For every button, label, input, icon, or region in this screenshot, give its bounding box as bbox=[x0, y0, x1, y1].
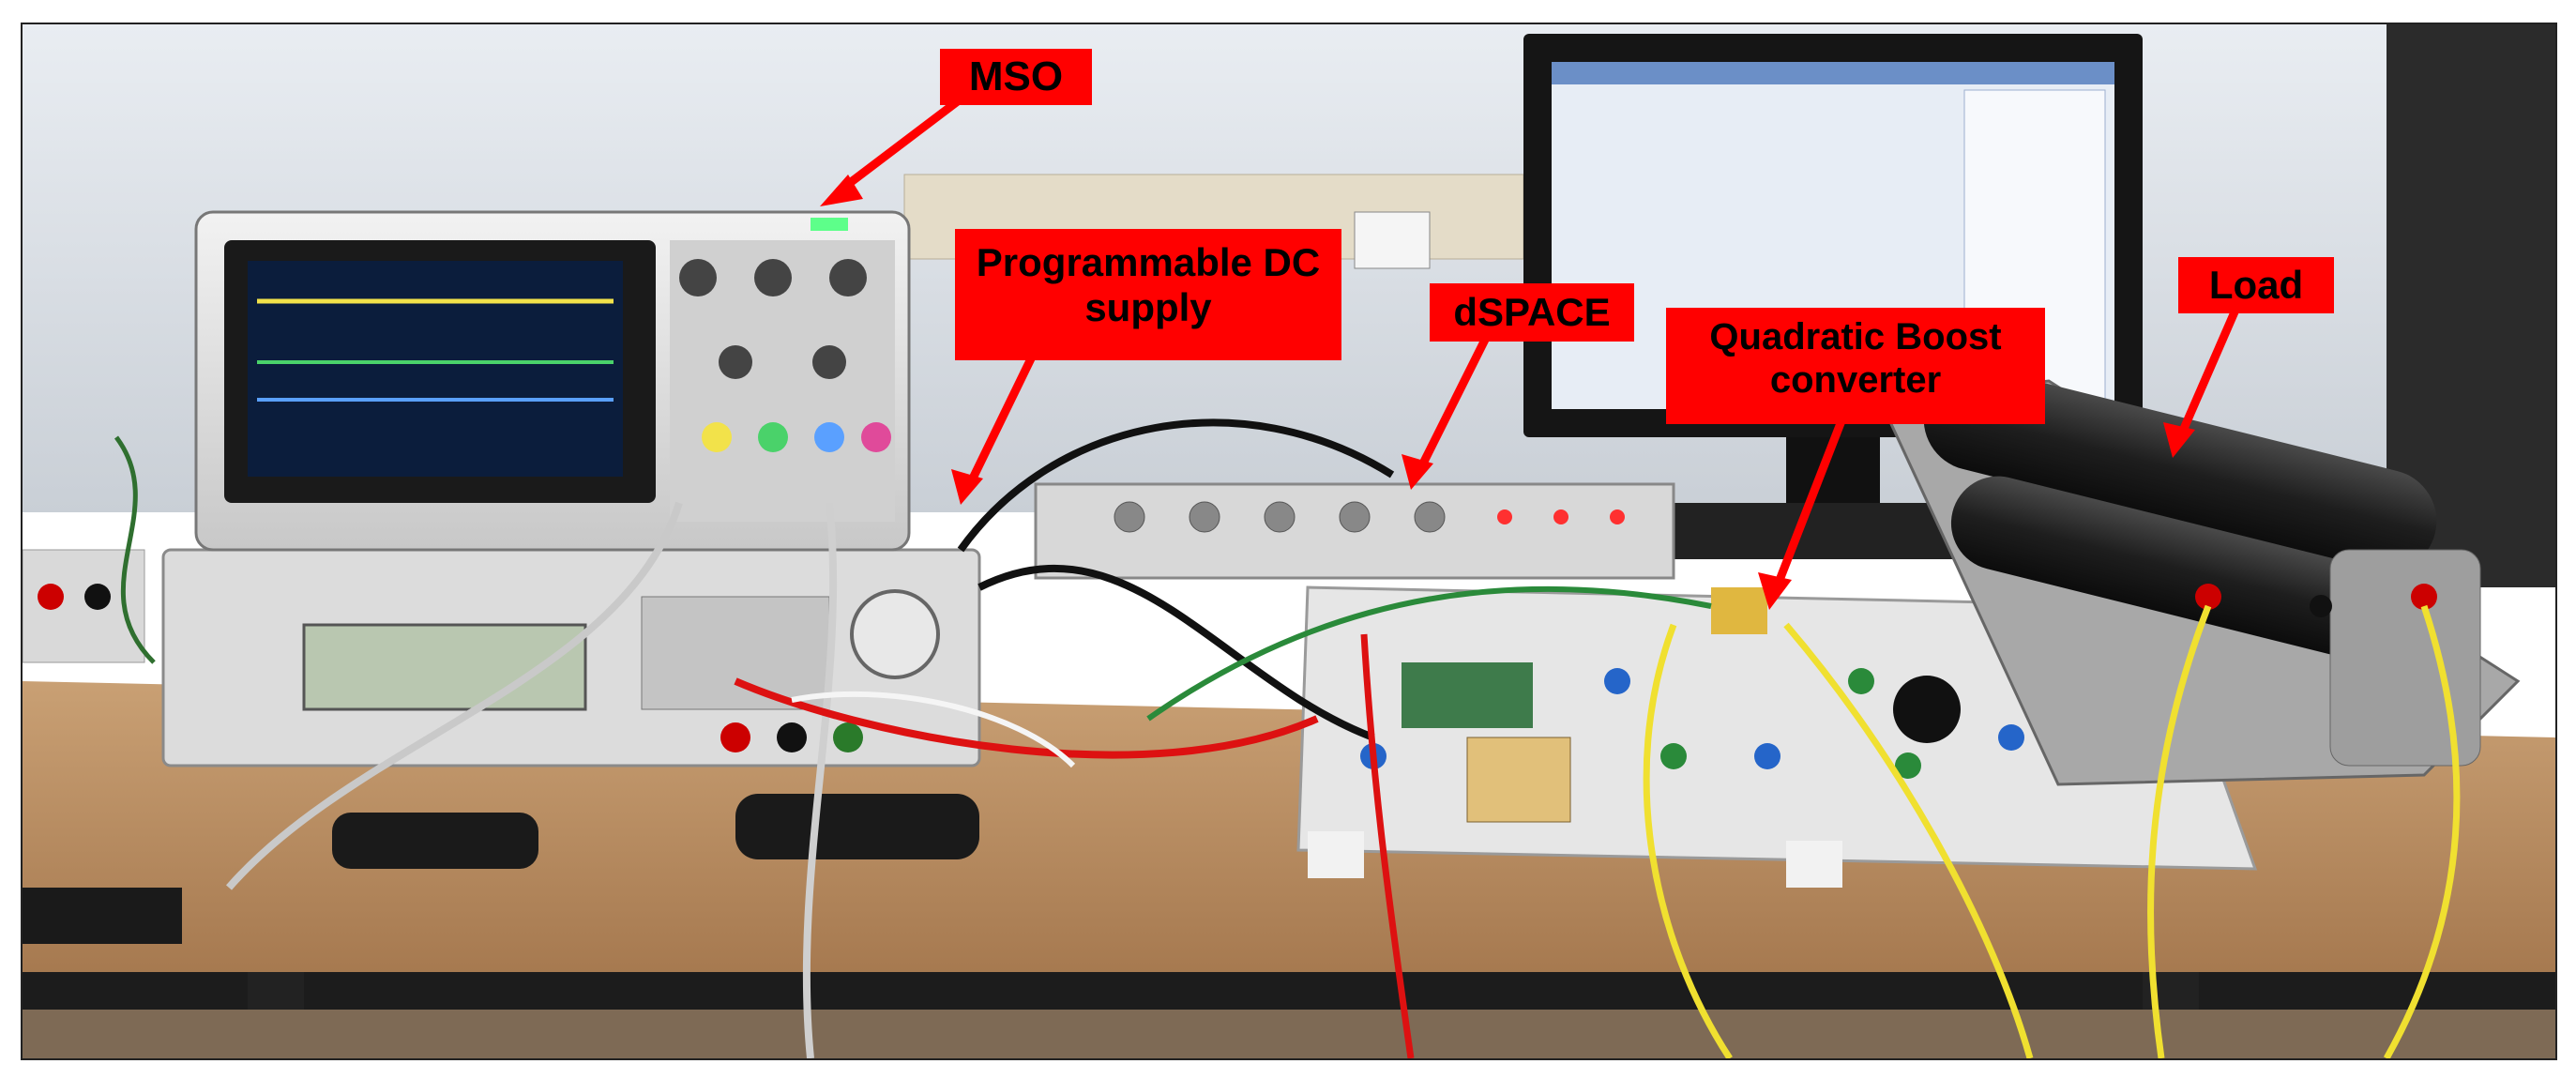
wire-yellow bbox=[1643, 623, 1733, 1058]
lab-setup-photo: MSO Programmable DC supply dSPACE Quadra… bbox=[21, 23, 2557, 1060]
callout-quadratic-boost-converter: Quadratic Boost converter bbox=[1666, 308, 2045, 424]
mso-power-led bbox=[811, 218, 848, 231]
mso-channel-button bbox=[702, 422, 732, 452]
board-foot bbox=[1308, 831, 1364, 878]
mso-channel-button bbox=[861, 422, 891, 452]
floor bbox=[23, 1010, 2555, 1058]
callout-load: Load bbox=[2178, 257, 2334, 313]
dc-supply-keypad bbox=[641, 596, 830, 710]
dspace-connector bbox=[1264, 501, 1296, 533]
output-terminal bbox=[777, 722, 807, 752]
arrow-qbc bbox=[1772, 417, 1847, 589]
terminal-blue bbox=[1754, 743, 1780, 769]
mso-knob bbox=[754, 259, 792, 296]
arrow-mso-head bbox=[820, 175, 863, 206]
arrow-load-head bbox=[2163, 422, 2195, 458]
callout-dc-supply: Programmable DC supply bbox=[955, 229, 1341, 360]
terminal-blue bbox=[1998, 724, 2024, 751]
dspace-connector bbox=[1114, 501, 1145, 533]
mso-knob bbox=[719, 345, 752, 379]
arrow-load bbox=[2175, 306, 2241, 439]
mso-knob bbox=[679, 259, 717, 296]
load-resistor-drum bbox=[1950, 476, 2428, 666]
callout-mso: MSO bbox=[940, 49, 1092, 105]
probe-body bbox=[23, 888, 182, 944]
terminal-green bbox=[1895, 752, 1921, 779]
output-terminal bbox=[720, 722, 750, 752]
table-edge bbox=[23, 972, 2555, 1010]
wire-yellow bbox=[2146, 604, 2212, 1058]
dspace-led bbox=[1610, 509, 1625, 524]
dspace-led bbox=[1497, 509, 1512, 524]
transformer bbox=[1466, 737, 1571, 823]
mso-knob bbox=[829, 259, 867, 296]
wire-white bbox=[791, 691, 1076, 768]
callout-qbc-line2: converter bbox=[1769, 359, 1942, 401]
dspace-connector bbox=[1414, 501, 1446, 533]
arrow-mso bbox=[836, 88, 973, 195]
wire-red bbox=[734, 677, 1319, 759]
capacitor bbox=[1893, 676, 1961, 743]
wire-green bbox=[1146, 585, 1712, 722]
dspace-connector bbox=[1339, 501, 1371, 533]
callout-dspace: dSPACE bbox=[1430, 283, 1634, 342]
wire-green bbox=[114, 435, 156, 664]
arrow-qbc-head bbox=[1758, 572, 1792, 610]
terminal-green bbox=[1848, 668, 1874, 694]
wall-socket bbox=[1354, 211, 1431, 269]
banana-jack bbox=[38, 584, 64, 610]
callout-qbc-line1: Quadratic Boost bbox=[1709, 316, 2002, 357]
terminal-green bbox=[1660, 743, 1687, 769]
monitor-window-title bbox=[1552, 62, 2114, 84]
wire-black bbox=[957, 418, 1395, 553]
mso-knob bbox=[812, 345, 846, 379]
load-resistor-drum bbox=[1923, 367, 2437, 573]
callout-dc-supply-line2: supply bbox=[1084, 285, 1212, 330]
callout-load-text: Load bbox=[2208, 263, 2304, 307]
callout-dc-supply-line1: Programmable DC bbox=[976, 240, 1321, 284]
dc-supply-knob bbox=[850, 589, 940, 679]
wire-yellow bbox=[2383, 604, 2461, 1058]
pcb bbox=[1402, 662, 1533, 728]
arrow-dspace-head bbox=[1402, 454, 1433, 490]
load-end-plate bbox=[2329, 549, 2481, 767]
wire-yellow bbox=[1783, 622, 2034, 1058]
wire-red bbox=[1360, 633, 1415, 1058]
dspace-connector bbox=[1189, 501, 1220, 533]
inductor bbox=[1711, 587, 1767, 634]
callout-dspace-text: dSPACE bbox=[1453, 290, 1611, 334]
current-probe bbox=[735, 794, 979, 859]
mso-channel-button bbox=[758, 422, 788, 452]
terminal-blue bbox=[1604, 668, 1630, 694]
banana-jack bbox=[84, 584, 111, 610]
arrow-dc bbox=[965, 347, 1040, 486]
mso-channel-button bbox=[814, 422, 844, 452]
current-probe bbox=[332, 813, 538, 869]
arrow-dspace bbox=[1416, 335, 1491, 472]
output-terminal bbox=[833, 722, 863, 752]
arrow-dc-head bbox=[951, 469, 983, 505]
load-terminal bbox=[2310, 595, 2332, 617]
callout-mso-text: MSO bbox=[968, 53, 1064, 99]
wire-grey bbox=[802, 502, 838, 1058]
wire-grey bbox=[225, 501, 683, 890]
lab-scene bbox=[23, 24, 2555, 1058]
board-foot bbox=[1786, 841, 1842, 888]
load-terminal bbox=[2411, 584, 2437, 610]
load-terminal bbox=[2195, 584, 2221, 610]
mso-screen bbox=[248, 261, 623, 477]
dspace-led bbox=[1553, 509, 1568, 524]
wire-black bbox=[977, 564, 1375, 741]
